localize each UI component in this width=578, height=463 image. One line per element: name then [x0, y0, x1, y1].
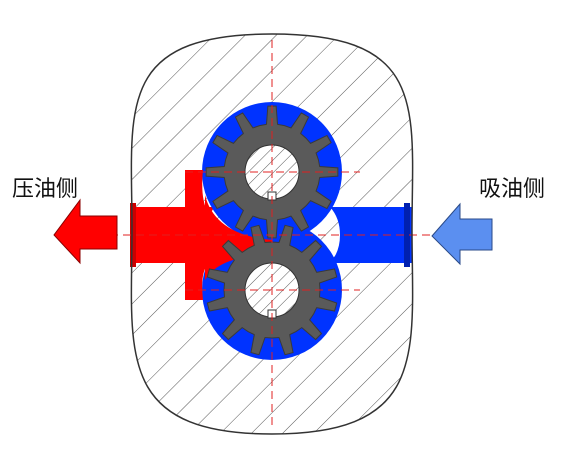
- discharge-pocket: [205, 195, 272, 280]
- discharge-side-label: 压油侧: [12, 177, 79, 202]
- housing-outline: [130, 33, 414, 435]
- centerlines: [110, 40, 445, 428]
- suction-port-end: [404, 203, 410, 267]
- suction-arrow-icon: [431, 202, 493, 266]
- discharge-arrow-icon: [53, 198, 118, 265]
- suction-side-label: 吸油侧: [479, 177, 546, 202]
- discharge-port-end: [130, 203, 136, 267]
